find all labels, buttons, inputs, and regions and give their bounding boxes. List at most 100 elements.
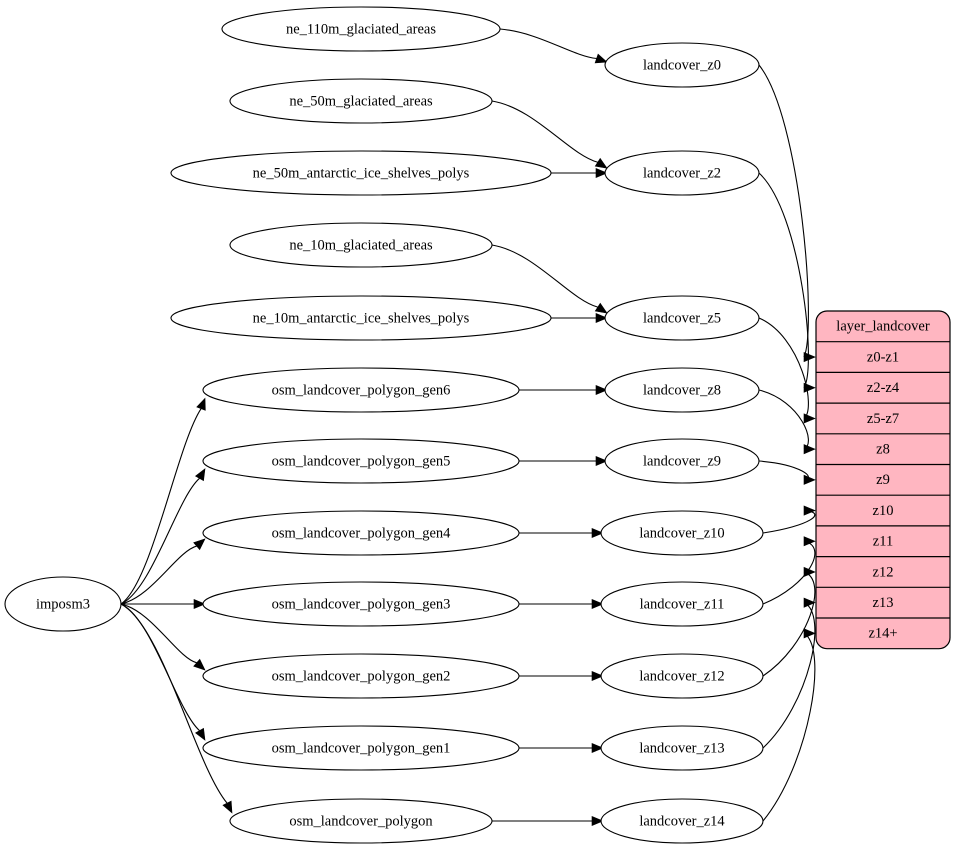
node-landcover_z5[interactable]: landcover_z5: [604, 295, 760, 341]
arrowhead: [595, 384, 608, 396]
table-row-z11[interactable]: z11: [816, 525, 950, 557]
edge-line: [491, 244, 598, 308]
node-shape[interactable]: [202, 510, 520, 556]
node-landcover_z11[interactable]: landcover_z11: [600, 581, 764, 627]
arrowhead: [194, 468, 206, 482]
node-label: ne_50m_antarctic_ice_shelves_polys: [253, 165, 470, 181]
node-label: landcover_z0: [643, 57, 721, 73]
node-osm_landcover_polygon_gen4[interactable]: osm_landcover_polygon_gen4: [202, 510, 520, 556]
node-ne_110m_glaciated_areas[interactable]: ne_110m_glaciated_areas: [221, 6, 501, 52]
node-shape[interactable]: [600, 798, 764, 844]
arrowhead: [195, 727, 206, 741]
node-label: landcover_z8: [643, 382, 721, 398]
node-shape[interactable]: [4, 576, 122, 632]
node-label: landcover_z12: [639, 668, 724, 684]
edge-line: [762, 540, 816, 605]
table-row-label: z2-z4: [867, 380, 900, 396]
edge-ne_110m_glaciated_areas-to-landcover_z0: [499, 28, 608, 64]
edge-line: [762, 571, 816, 677]
node-landcover_z0[interactable]: landcover_z0: [604, 42, 760, 88]
node-shape[interactable]: [170, 295, 552, 341]
arrowhead: [594, 157, 608, 169]
node-shape[interactable]: [221, 6, 501, 52]
node-landcover_z9[interactable]: landcover_z9: [604, 438, 760, 484]
edge-line: [758, 389, 809, 450]
node-shape[interactable]: [202, 438, 520, 484]
node-shape[interactable]: [604, 438, 760, 484]
node-landcover_z12[interactable]: landcover_z12: [600, 653, 764, 699]
table-row-label: z9: [876, 472, 890, 488]
table-row-z8[interactable]: z8: [816, 433, 950, 465]
node-shape[interactable]: [229, 78, 493, 124]
arrowhead: [591, 670, 604, 682]
node-ne_10m_antarctic_ice_shelves_polys[interactable]: ne_10m_antarctic_ice_shelves_polys: [170, 295, 552, 341]
table-row-z10[interactable]: z10: [816, 494, 950, 526]
arrowhead: [595, 312, 608, 324]
node-label: osm_landcover_polygon: [289, 813, 433, 829]
node-landcover_z13[interactable]: landcover_z13: [600, 725, 764, 771]
table-header[interactable]: layer_landcover: [816, 311, 950, 342]
node-shape[interactable]: [600, 725, 764, 771]
node-shape[interactable]: [604, 42, 760, 88]
edge-landcover_z9-to-layer_landcover-z9: [758, 460, 816, 485]
edge-imposm3-to-osm_landcover_polygon_gen4: [120, 538, 206, 605]
edge-osm_landcover_polygon_gen5-to-landcover_z9: [519, 455, 608, 467]
edge-landcover_z14-to-layer_landcover-z14+: [762, 628, 816, 822]
node-shape[interactable]: [604, 295, 760, 341]
table-row-bg: [816, 495, 950, 526]
node-osm_landcover_polygon_gen2[interactable]: osm_landcover_polygon_gen2: [202, 653, 520, 699]
node-shape[interactable]: [170, 150, 552, 196]
arrowhead: [803, 351, 816, 363]
arrowhead: [803, 536, 816, 547]
node-landcover_z10[interactable]: landcover_z10: [600, 510, 764, 556]
table-row-z9[interactable]: z9: [816, 463, 950, 496]
table-row-z12[interactable]: z12: [816, 555, 950, 588]
node-shape[interactable]: [600, 510, 764, 556]
table-row-z13[interactable]: z13: [816, 586, 950, 618]
node-landcover_z2[interactable]: landcover_z2: [604, 150, 760, 196]
node-osm_landcover_polygon_gen1[interactable]: osm_landcover_polygon_gen1: [202, 725, 520, 771]
node-ne_50m_antarctic_ice_shelves_polys[interactable]: ne_50m_antarctic_ice_shelves_polys: [170, 150, 552, 196]
edge-imposm3-to-osm_landcover_polygon: [120, 603, 233, 814]
edge-osm_landcover_polygon_gen3-to-landcover_z11: [519, 598, 604, 610]
arrowhead: [803, 597, 816, 608]
table-row-label: z5-z7: [867, 411, 899, 427]
node-shape[interactable]: [600, 653, 764, 699]
node-shape[interactable]: [202, 367, 520, 413]
node-ne_50m_glaciated_areas[interactable]: ne_50m_glaciated_areas: [229, 78, 493, 124]
edge-landcover_z13-to-layer_landcover-z13: [762, 597, 816, 749]
arrowhead: [803, 444, 816, 455]
node-osm_landcover_polygon_gen6[interactable]: osm_landcover_polygon_gen6: [202, 367, 520, 413]
node-shape[interactable]: [229, 222, 493, 268]
table-outline[interactable]: [815, 310, 951, 650]
node-osm_landcover_polygon_gen5[interactable]: osm_landcover_polygon_gen5: [202, 438, 520, 484]
node-shape[interactable]: [202, 653, 520, 699]
node-shape[interactable]: [600, 581, 764, 627]
node-shape[interactable]: [202, 581, 520, 627]
node-ne_10m_glaciated_areas[interactable]: ne_10m_glaciated_areas: [229, 222, 493, 268]
edge-imposm3-to-osm_landcover_polygon_gen3: [121, 598, 206, 610]
node-shape[interactable]: [229, 798, 493, 844]
table-row-z5-z7[interactable]: z5-z7: [816, 402, 950, 434]
node-osm_landcover_polygon[interactable]: osm_landcover_polygon: [229, 798, 493, 844]
node-label: landcover_z13: [639, 740, 724, 756]
arrowhead: [196, 397, 206, 411]
node-label: ne_110m_glaciated_areas: [286, 21, 436, 37]
edge-line: [758, 172, 809, 389]
table-row-z0-z1[interactable]: z0-z1: [816, 341, 950, 373]
node-osm_landcover_polygon_gen3[interactable]: osm_landcover_polygon_gen3: [202, 581, 520, 627]
edge-landcover_z11-to-layer_landcover-z11: [762, 536, 816, 605]
node-shape[interactable]: [202, 725, 520, 771]
node-landcover_z14[interactable]: landcover_z14: [600, 798, 764, 844]
node-shape[interactable]: [604, 367, 760, 413]
table-row-z2-z4[interactable]: z2-z4: [816, 371, 950, 404]
node-shape[interactable]: [604, 150, 760, 196]
node-landcover_z8[interactable]: landcover_z8: [604, 367, 760, 413]
node-imposm3[interactable]: imposm3: [4, 576, 122, 632]
node-label: ne_50m_glaciated_areas: [289, 93, 433, 109]
edge-line: [120, 545, 197, 605]
node-label: osm_landcover_polygon_gen1: [272, 740, 451, 756]
arrowhead: [803, 474, 816, 485]
table-row-z14+[interactable]: z14+: [816, 617, 950, 649]
edge-osm_landcover_polygon-to-landcover_z14: [492, 815, 604, 827]
